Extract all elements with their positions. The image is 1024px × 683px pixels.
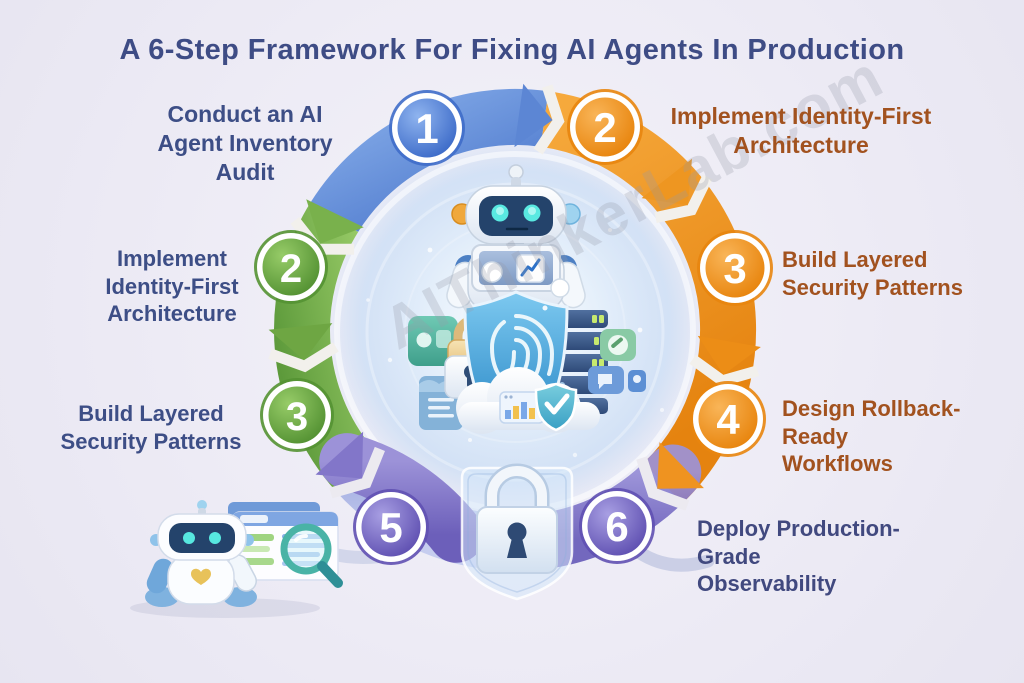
badge-2-green: 2 <box>254 230 328 304</box>
mini-robot-icon <box>145 500 257 607</box>
badge-5-purple: 5 <box>353 489 429 565</box>
svg-text:5: 5 <box>379 504 402 551</box>
camera-device-icon <box>408 316 458 366</box>
badge-6-purple: 6 <box>579 488 655 564</box>
step-badges: 1 2 2 3 3 4 <box>254 89 773 565</box>
step-label-audit: Conduct an AI Agent Inventory Audit <box>157 101 333 185</box>
magnifier-icon <box>280 523 343 588</box>
flow-chevrons <box>268 83 761 511</box>
step-label-identity-left: Implement Identity-First Architecture <box>105 246 239 327</box>
chat-tiles-icon <box>588 366 646 394</box>
step-label-observability: Deploy Production-Grade Observability <box>697 516 900 597</box>
svg-text:3: 3 <box>723 245 746 292</box>
svg-text:2: 2 <box>280 247 302 291</box>
svg-text:2: 2 <box>593 104 616 151</box>
badge-1-blue: 1 <box>389 90 465 166</box>
page-title: A 6-Step Framework For Fixing AI Agents … <box>119 34 905 66</box>
badge-4-orange: 4 <box>690 381 766 457</box>
step-label-security-right: Build Layered Security Patterns <box>782 247 963 300</box>
bottom-padlock-shield <box>460 463 574 601</box>
badge-3-orange: 3 <box>697 230 773 306</box>
bottom-left-illustration <box>130 500 343 618</box>
step-label-rollback: Design Rollback-Ready Workflows <box>782 396 961 477</box>
svg-text:4: 4 <box>716 396 740 443</box>
svg-text:3: 3 <box>286 395 308 439</box>
folder-pencil-icon <box>600 329 636 361</box>
robot-illustration <box>446 164 586 311</box>
badge-2-orange: 2 <box>567 89 643 165</box>
robot-tablet <box>471 244 570 298</box>
step-label-security-left: Build Layered Security Patterns <box>60 401 242 454</box>
cloud-check-icon <box>456 367 600 434</box>
step-label-identity-right: Implement Identity-First Architecture <box>670 103 932 158</box>
svg-text:6: 6 <box>605 503 628 550</box>
svg-text:1: 1 <box>415 105 438 152</box>
badge-3-green: 3 <box>260 378 334 452</box>
